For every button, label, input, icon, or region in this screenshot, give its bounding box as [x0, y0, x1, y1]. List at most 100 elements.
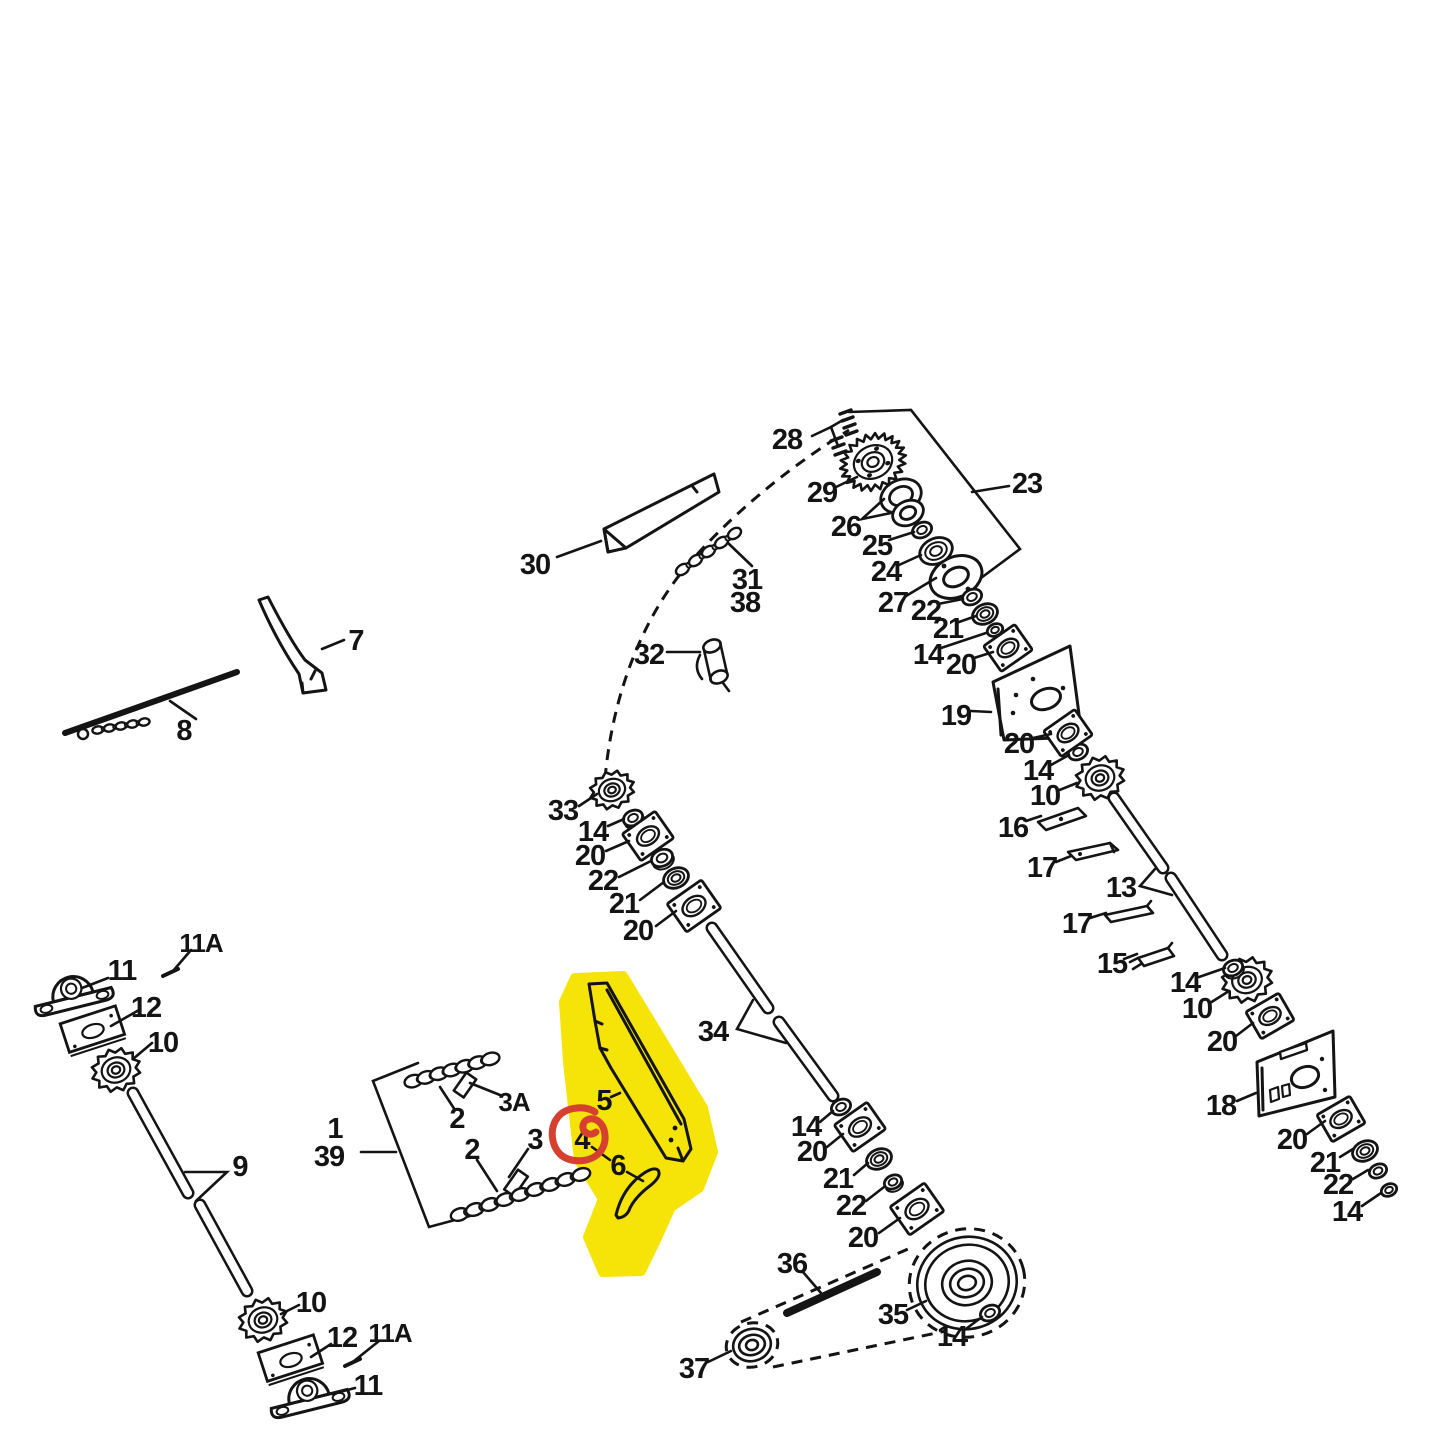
callout-1: 1: [327, 1113, 343, 1145]
leader-line: [604, 839, 631, 853]
callout-36: 36: [777, 1248, 808, 1280]
leader-line: [577, 792, 599, 808]
callout-22: 22: [911, 595, 941, 627]
leader-line: [475, 1158, 499, 1193]
bracket-23: [847, 408, 1022, 580]
callout-19: 19: [941, 700, 972, 732]
part-11-pillow-block-upper: [30, 968, 115, 1018]
callout-11A: 11A: [368, 1318, 412, 1348]
leader-line: [1024, 814, 1043, 823]
callout-17: 17: [1062, 908, 1092, 940]
part-21-bearing-mid: [662, 866, 690, 890]
belt-dashed-small: [724, 1321, 780, 1369]
part-10-sprocket-left-lower: [232, 1291, 294, 1349]
callout-18: 18: [1206, 1090, 1237, 1122]
part-36-rod: [783, 1268, 881, 1317]
part-18-plate: [1255, 1029, 1337, 1118]
leader-line: [1338, 1147, 1355, 1159]
callout-37: 37: [679, 1353, 709, 1385]
part-20-flange-3: [621, 810, 675, 862]
callout-11: 11: [108, 955, 138, 987]
callout-20: 20: [623, 915, 653, 947]
part-17-clip-lower: [1103, 899, 1155, 924]
callout-13: 13: [1106, 872, 1137, 904]
leader-line: [638, 880, 666, 902]
callout-21: 21: [823, 1163, 854, 1195]
callout-14: 14: [1170, 967, 1201, 999]
part-20-flange-5: [1245, 992, 1295, 1040]
part-30-deflector: [602, 472, 721, 554]
part-20-flange-7: [833, 1101, 887, 1153]
part-19-plate: [991, 644, 1084, 742]
part-3a-paddle: [452, 1071, 478, 1099]
callout-33: 33: [548, 795, 579, 827]
part-20-flange-8: [889, 1182, 945, 1236]
callout-28: 28: [772, 424, 803, 456]
callout-14: 14: [578, 816, 609, 848]
callout-11A: 11A: [179, 928, 223, 958]
leader-line: [625, 1170, 645, 1183]
part-21-bearing-bottom: [865, 1147, 893, 1171]
leader-line: [969, 709, 993, 714]
callout-10: 10: [296, 1287, 326, 1319]
part-34-shaft-seg1: [705, 921, 775, 1015]
bracket-13: [1137, 867, 1174, 897]
part-37-pulley: [731, 1327, 773, 1363]
callout-14: 14: [1332, 1196, 1363, 1228]
leader-line: [1360, 1191, 1383, 1208]
leader-line: [131, 1041, 154, 1061]
part-2-chain-lower: [449, 1166, 592, 1223]
leader-line: [654, 909, 678, 928]
callout-27: 27: [878, 587, 908, 619]
leader-line: [726, 541, 754, 568]
leader-line: [171, 948, 193, 973]
leader-line: [1054, 854, 1073, 864]
callout-6: 6: [610, 1150, 626, 1182]
callout-10: 10: [148, 1027, 178, 1059]
callout-12: 12: [131, 992, 161, 1024]
leader-line: [438, 1085, 457, 1112]
callout-29: 29: [807, 477, 838, 509]
part-20-flange-1: [982, 623, 1034, 673]
bracket-9: [183, 1170, 231, 1203]
callout-9: 9: [232, 1151, 248, 1183]
leader-line: [606, 817, 626, 828]
callout-20: 20: [946, 649, 976, 681]
part-17-clip-upper: [1066, 841, 1120, 862]
part-13-shaft-seg1: [1107, 791, 1170, 875]
leader-line: [706, 1349, 733, 1364]
callout-8: 8: [176, 715, 192, 747]
callout-30: 30: [520, 549, 550, 581]
callout-7: 7: [348, 625, 363, 657]
leader-26: [857, 497, 893, 522]
part-13-shaft-seg2: [1164, 871, 1229, 962]
leader-line: [1049, 753, 1071, 767]
part-22-collar-bottom: [882, 1173, 904, 1193]
leader-line: [1197, 966, 1227, 979]
callout-34: 34: [698, 1016, 729, 1048]
leader-line: [330, 1386, 357, 1396]
leader-line: [864, 1185, 886, 1203]
leader-line: [309, 1342, 333, 1359]
annotation-layer: [548, 1104, 609, 1165]
leader-line: [961, 1315, 984, 1333]
callout-2: 2: [464, 1134, 479, 1166]
callout-15: 15: [1097, 948, 1128, 980]
callout-32: 32: [634, 639, 664, 671]
callout-20: 20: [848, 1222, 878, 1254]
leader-line: [897, 553, 923, 567]
leader-line: [1234, 1021, 1255, 1038]
callout-11: 11: [354, 1370, 384, 1402]
part-16-clip: [1036, 806, 1088, 832]
chain-path-layer: [603, 428, 1027, 1369]
part-11a-pin-lower: [343, 1357, 362, 1368]
leader-28b: [829, 425, 840, 448]
leader-line: [1031, 732, 1053, 740]
part-22-collar-mid: [650, 847, 675, 871]
callout-14: 14: [791, 1111, 822, 1143]
generated-parts-layer: [30, 423, 1399, 1420]
callout-21: 21: [609, 888, 640, 920]
leader-line: [109, 1008, 141, 1028]
